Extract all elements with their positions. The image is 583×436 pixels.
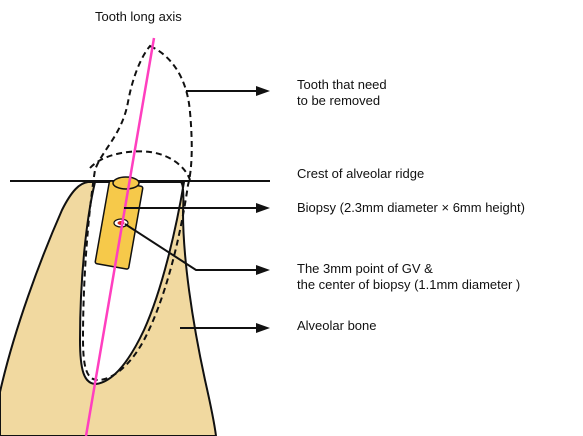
gv-point-label-line-1: The 3mm point of GV & <box>297 261 520 277</box>
arrow-gv-point <box>125 224 258 270</box>
crest-label: Crest of alveolar ridge <box>297 166 424 182</box>
arrow-tooth-head <box>256 86 270 96</box>
tooth-label: Tooth that need to be removed <box>297 77 387 109</box>
gv-point-label: The 3mm point of GV & the center of biop… <box>297 261 520 293</box>
tooth-label-line-2: to be removed <box>297 93 387 109</box>
biopsy-label: Biopsy (2.3mm diameter × 6mm height) <box>297 200 525 216</box>
tooth-inner-outline <box>90 151 190 180</box>
tooth-label-line-1: Tooth that need <box>297 77 387 93</box>
tooth-long-axis-label: Tooth long axis <box>95 9 182 25</box>
arrow-biopsy-head <box>256 203 270 213</box>
arrow-gv-point-head <box>256 265 270 275</box>
pointer-arrows <box>124 86 270 333</box>
arrow-bone-head <box>256 323 270 333</box>
bone-label: Alveolar bone <box>297 318 377 334</box>
gv-point-label-line-2: the center of biopsy (1.1mm diameter ) <box>297 277 520 293</box>
